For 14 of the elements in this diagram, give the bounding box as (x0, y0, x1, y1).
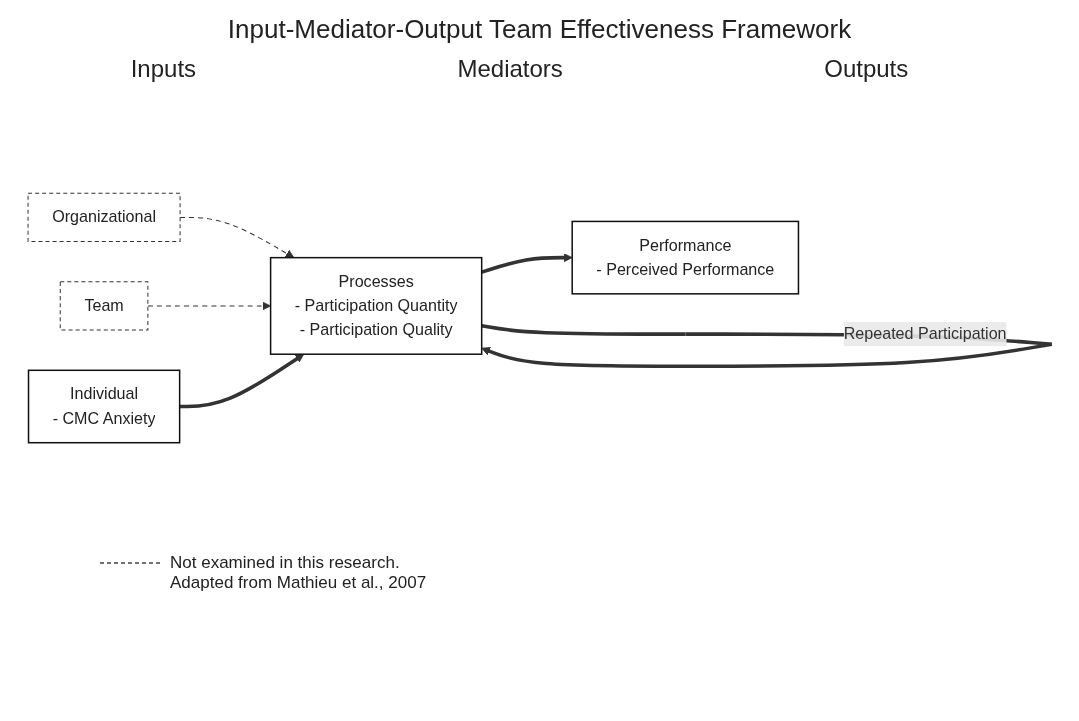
legend-text: Not examined in this research. (170, 553, 400, 573)
node-box (269, 256, 482, 355)
caption: Adapted from Mathieu et al., 2007 (170, 573, 428, 593)
arrow (179, 216, 294, 259)
node-box (27, 192, 181, 243)
column-heading: Mediators (457, 55, 563, 83)
node-box (59, 281, 148, 331)
diagram-title: Input-Mediator-Output Team Effectiveness Framework (226, 14, 853, 45)
node-box (27, 369, 180, 444)
column-heading: Outputs (824, 55, 909, 83)
column-heading: Inputs (130, 55, 197, 83)
flowchart: Repeated Participation Organizational Team Individual - CMC Anxiety Processes - Participation Quantity - Participation Quality Performance - Perceived Performance (19, 83, 1060, 553)
node-box (570, 220, 799, 295)
arrow (179, 353, 304, 409)
